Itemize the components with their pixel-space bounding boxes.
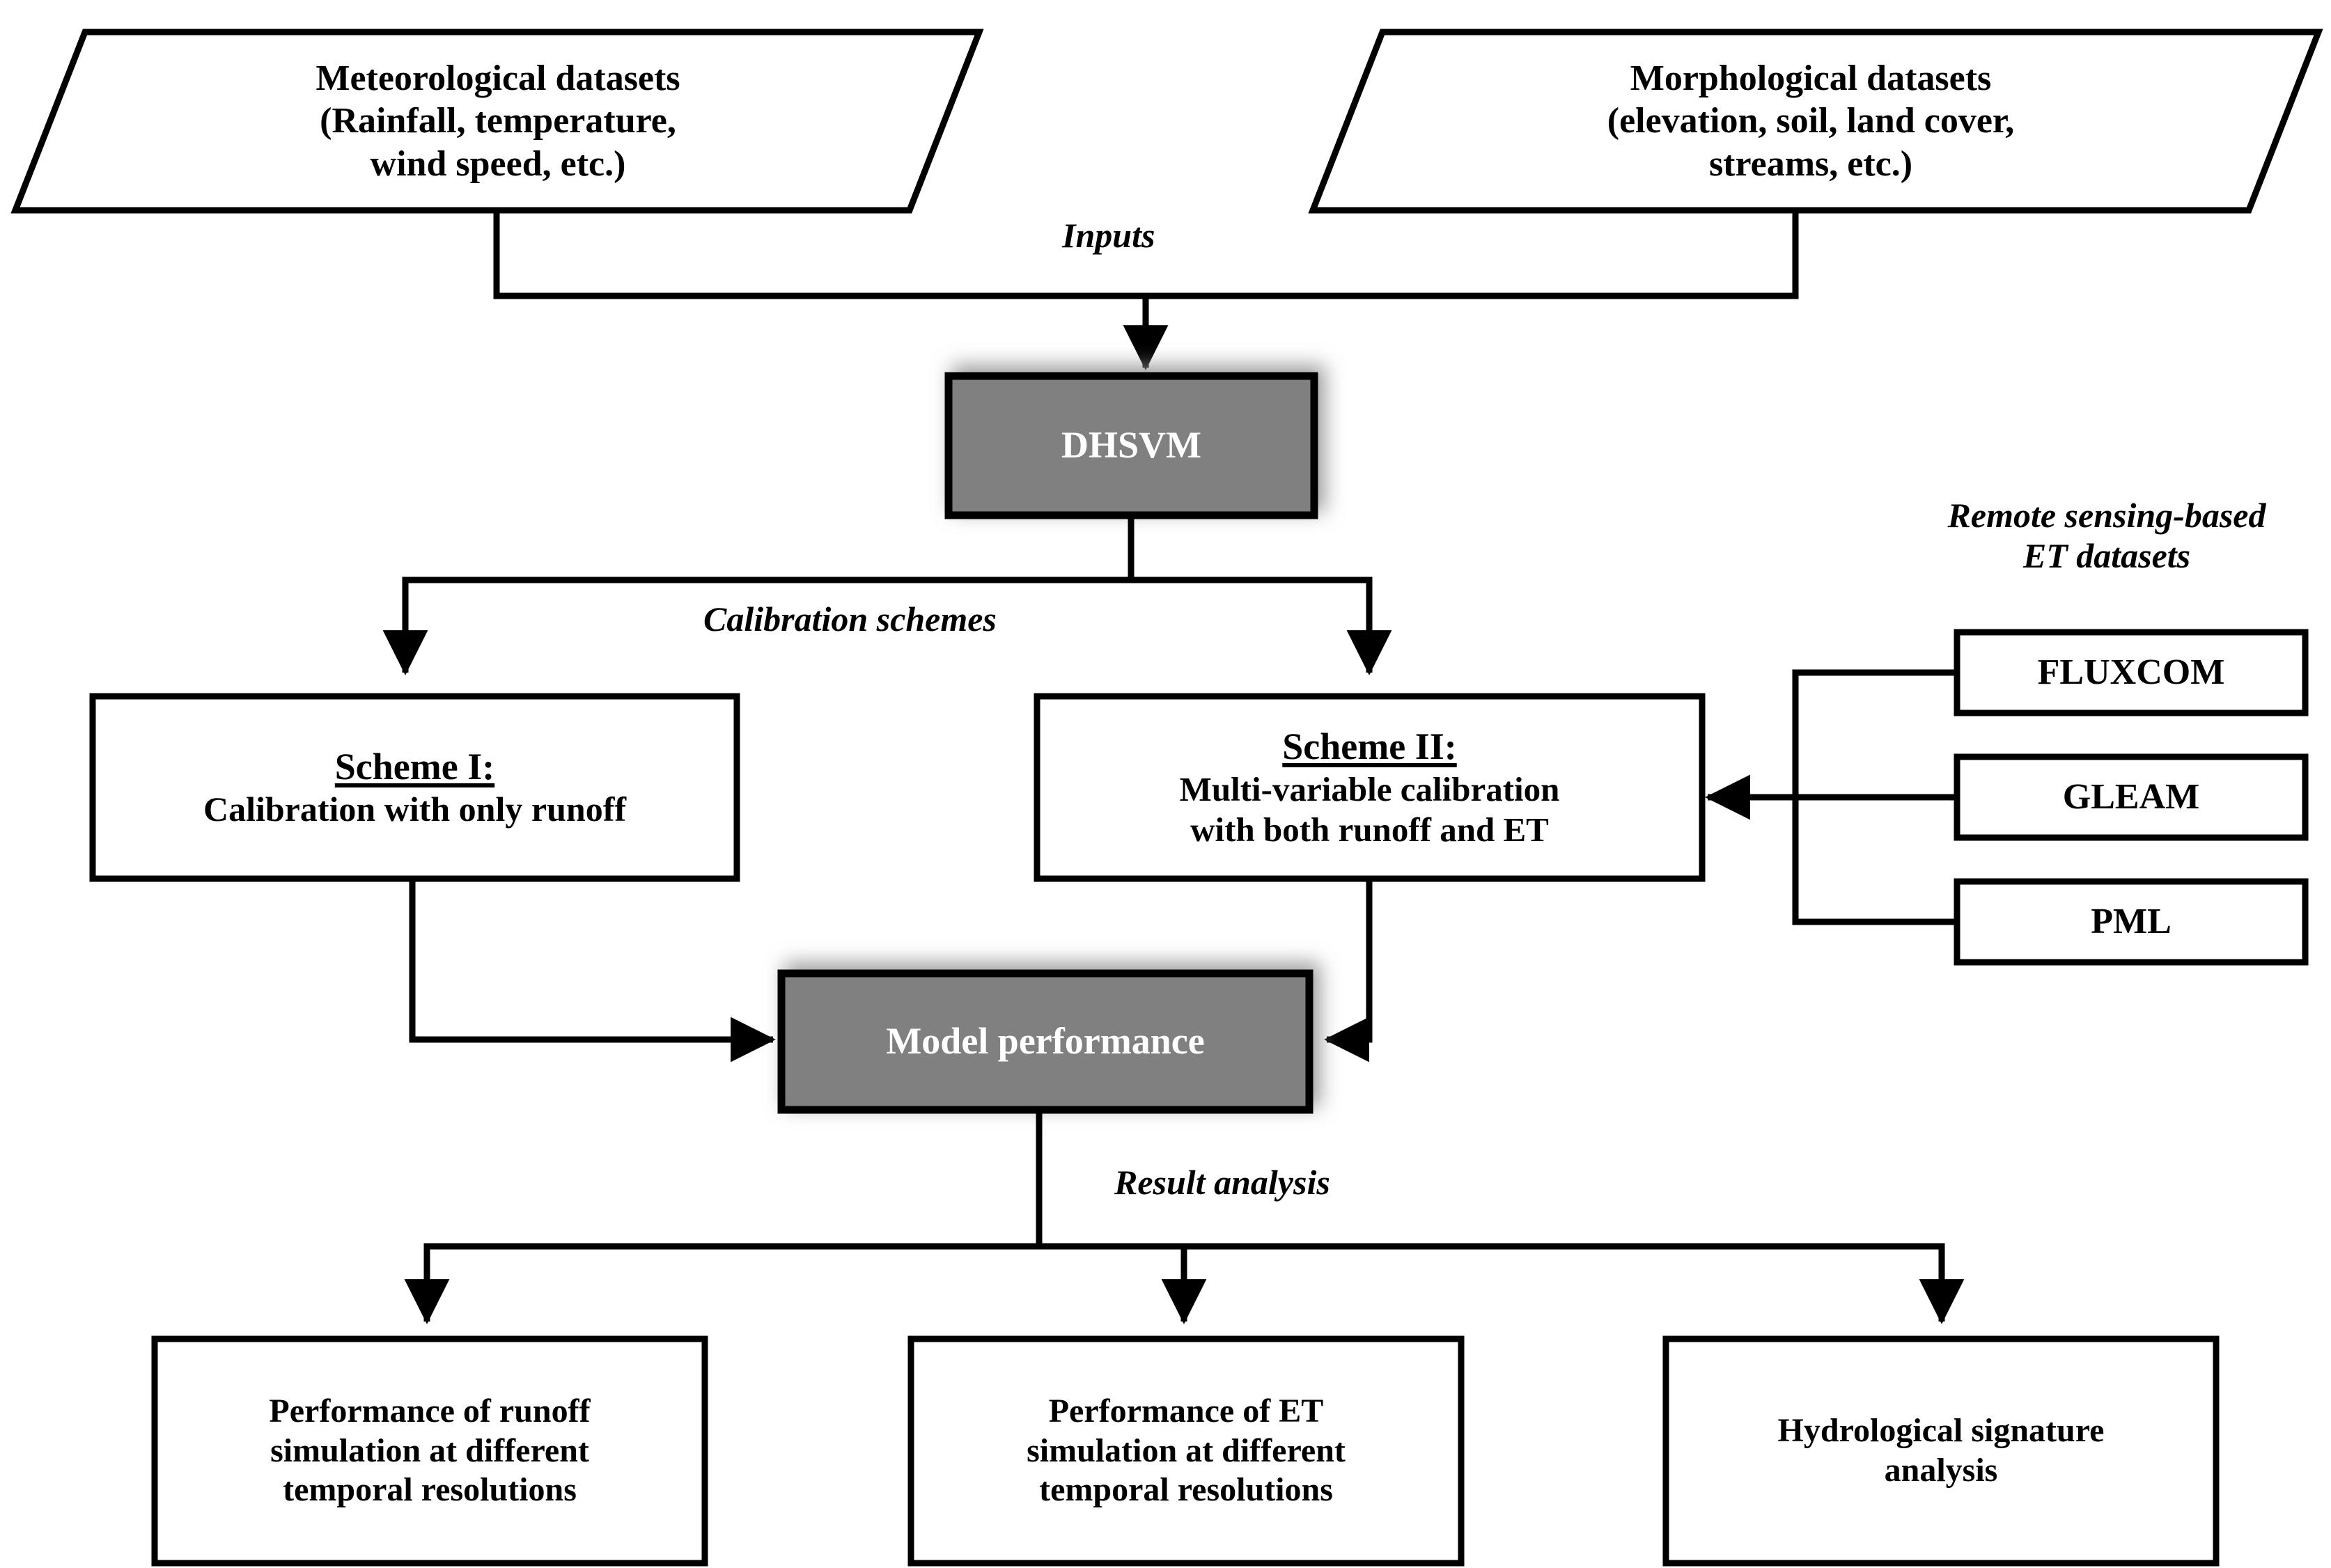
- dhsvm-box[interactable]: [944, 372, 1318, 519]
- scheme-1-box[interactable]: [89, 693, 740, 882]
- inputs-edge-label: Inputs: [1062, 216, 1155, 255]
- meteorological-datasets-shape[interactable]: [10, 29, 984, 214]
- model-performance-box[interactable]: [777, 969, 1313, 1114]
- result-analysis-right-branch: [1039, 1243, 1965, 1324]
- result-analysis-edge-label: Result analysis: [1114, 1163, 1330, 1202]
- scheme-1-to-performance-arrow: [409, 879, 776, 1063]
- gleam-box[interactable]: [1954, 753, 2309, 841]
- fluxcom-box[interactable]: [1954, 629, 2309, 716]
- remote-sensing-et-datasets-title: Remote sensing-based ET datasets: [1947, 496, 2266, 575]
- calibration-schemes-connector-right: [1131, 577, 1392, 675]
- pml-box[interactable]: [1954, 878, 2309, 966]
- runoff-performance-box[interactable]: [151, 1335, 708, 1567]
- et-performance-box[interactable]: [907, 1335, 1465, 1567]
- scheme-2-box[interactable]: [1034, 693, 1706, 882]
- calibration-schemes-edge-label: Calibration schemes: [703, 599, 997, 638]
- calibration-schemes-connector: [382, 515, 1135, 675]
- scheme-2-to-performance-arrow: [1324, 879, 1373, 1063]
- morphological-datasets-shape[interactable]: [1308, 29, 2323, 214]
- hydrological-signature-box[interactable]: [1662, 1335, 2220, 1567]
- result-analysis-connector: [404, 1110, 1043, 1324]
